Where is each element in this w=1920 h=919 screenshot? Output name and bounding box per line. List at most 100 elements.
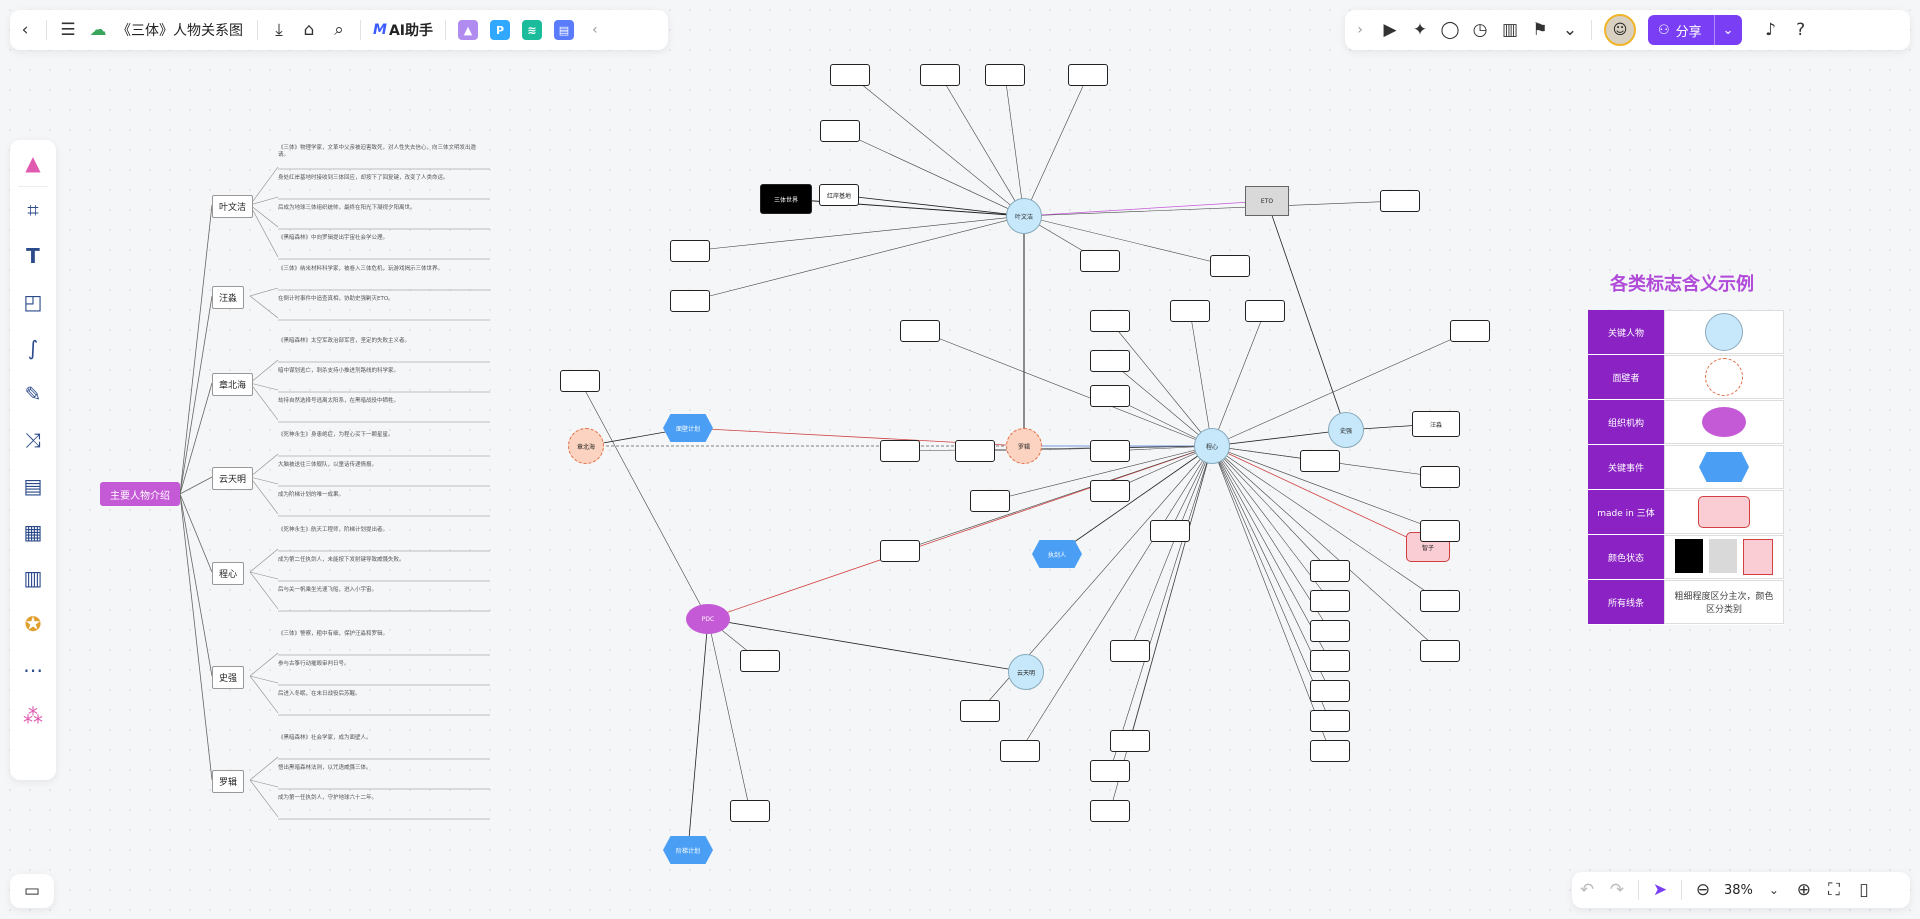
graph-node-box[interactable] [1310,620,1350,642]
frame-icon[interactable]: ⌗ [27,198,39,222]
mindmap-leaf-text[interactable]: 参与古筝行动摧毁审判日号。 [278,661,350,667]
search-icon[interactable]: ⌕ [334,20,344,40]
play-icon[interactable]: ▶ [1383,20,1397,40]
mindmap-leaf-text[interactable]: 《三体》物理学家，文革中父亲被迫害致死，对人性失去信心，向三体文明发出邀请。 [278,145,477,158]
apps-icon[interactable]: ⁂ [23,704,43,728]
pen-icon[interactable]: ✎ [24,382,42,406]
graph-node-box[interactable] [1090,440,1130,462]
comment-icon[interactable]: ◯ [1440,20,1460,40]
mindmap-icon[interactable]: ⤨ [25,428,41,452]
mindmap-branch[interactable]: 程心 [212,562,245,585]
zoom-level[interactable]: 38% [1724,882,1753,898]
collapse-icon[interactable]: ‹ [592,22,598,38]
mindmap-leaf-text[interactable]: 成为阶梯计划的唯一成果。 [278,492,345,498]
celebrate-icon[interactable]: ✦ [1412,20,1428,40]
mindmap-leaf-text[interactable]: 《三体》纳米材料科学家，被卷入三体危机，玩游戏揭示三体世界。 [278,266,444,272]
graph-node-box[interactable] [1090,310,1130,332]
zoom-in-icon[interactable]: ⊕ [1796,880,1812,900]
download-icon[interactable]: ⤓ [275,20,283,40]
book-icon[interactable]: ▯ [1859,880,1869,900]
graph-node-box[interactable] [1310,650,1350,672]
mindmap-leaf-text[interactable]: 《三体》警察，粗中有细，保护汪淼和罗辑。 [278,631,389,637]
mindmap-root[interactable]: 主要人物介绍 [100,482,180,506]
graph-node-box[interactable] [820,120,860,142]
graph-node[interactable]: PDC [686,604,730,634]
graph-node-box[interactable] [1170,300,1210,322]
share-button[interactable]: ⚇分享 ⌄ [1648,15,1742,45]
doc-title[interactable]: 《三体》人物关系图 [117,23,243,39]
graph-node-box[interactable] [1090,800,1130,822]
graph-node[interactable]: 云天明 [1008,654,1044,690]
graph-node-box[interactable] [1420,466,1460,488]
mindmap-leaf-text[interactable]: 《黑暗森林》太空军政治部军官，坚定的失败主义者。 [278,338,411,344]
flow-plugin-icon[interactable]: ≋ [521,20,542,40]
document-icon[interactable]: ▤ [23,474,43,498]
graph-node-box[interactable] [1310,680,1350,702]
graph-node-box[interactable] [1310,740,1350,762]
mindmap-leaf-text[interactable]: 《黑暗森林》中向罗辑提出宇宙社会学公理。 [278,235,389,241]
image-plugin-icon[interactable]: ▲ [457,20,478,40]
graph-node-box[interactable] [1420,640,1460,662]
graph-node-box[interactable] [920,64,960,86]
mindmap-branch[interactable]: 汪淼 [212,286,245,309]
graph-node-box[interactable] [985,64,1025,86]
graph-node[interactable]: 阶梯计划 [663,836,713,864]
shape-icon[interactable]: ◰ [23,290,43,314]
mindmap-leaf-text[interactable]: 《黑暗森林》社会学家，成为面壁人。 [278,735,372,741]
graph-node-box[interactable] [560,370,600,392]
more-down-icon[interactable]: ⌄ [1562,20,1578,40]
graph-node-box[interactable] [1310,710,1350,732]
timer-icon[interactable]: ◷ [1472,20,1488,40]
avatar[interactable]: ☺ [1604,14,1636,46]
graph-node[interactable]: 三体世界 [760,184,812,214]
expand-icon[interactable]: › [1357,22,1363,38]
mindmap-leaf-text[interactable]: 后进入冬眠，在末日战役后苏醒。 [278,691,361,697]
graph-node-box[interactable] [1090,760,1130,782]
graph-node[interactable]: 叶文洁 [1006,198,1042,234]
pointer-icon[interactable]: ➤ [1652,880,1668,900]
graph-node-box[interactable] [1080,250,1120,272]
graph-node-box[interactable] [1245,300,1285,322]
graph-node[interactable]: 章北海 [568,428,604,464]
menu-icon[interactable]: ☰ [60,20,76,40]
graph-node-box[interactable] [955,440,995,462]
more-icon[interactable]: ⋯ [23,658,43,682]
graph-node-box[interactable] [1300,450,1340,472]
mindmap-leaf-text[interactable]: 暗中谋划逃亡，刺杀支持小推进剂路线的科学家。 [278,368,400,374]
zoom-dropdown-icon[interactable]: ⌄ [1768,883,1779,897]
template-icon[interactable]: ▲ [25,151,41,175]
graph-node-box[interactable] [740,650,780,672]
graph-node[interactable]: 汪淼 [1412,411,1460,437]
sticky-note-icon[interactable]: ▦ [23,520,43,544]
graph-node-box[interactable] [880,440,920,462]
graph-node[interactable]: ETO [1245,186,1289,216]
graph-node-box[interactable] [1310,590,1350,612]
zoom-out-icon[interactable]: ⊖ [1695,880,1711,900]
graph-node-box[interactable] [970,490,1010,512]
graph-node-box[interactable] [1110,640,1150,662]
graph-node-box[interactable] [830,64,870,86]
mindmap-leaf-text[interactable]: 在倒计时事件中追查真相，协助史强剿灭ETO。 [278,296,394,302]
mindmap-leaf-text[interactable]: 劫持自然选择号逃离太阳系，在黑暗战役中牺牲。 [278,398,400,404]
graph-node[interactable]: 史强 [1328,412,1364,448]
mindmap-leaf-text[interactable]: 后成为地球三体组织统帅，最终在阳光下凝视夕阳离世。 [278,205,416,211]
graph-node-box[interactable] [1090,385,1130,407]
graph-node[interactable]: 执剑人 [1032,540,1082,568]
mindmap-leaf-text[interactable]: 成为第一任执剑人，守护地球六十二年。 [278,795,378,801]
mindmap-branch[interactable]: 云天明 [212,467,254,490]
mindmap-leaf-text[interactable]: 《死神永生》身患绝症，为程心买下一颗星星。 [278,432,394,438]
graph-node-box[interactable] [1110,730,1150,752]
help-icon[interactable]: ? [1796,20,1806,40]
mindmap-branch[interactable]: 章北海 [212,373,254,396]
graph-node-box[interactable] [1000,740,1040,762]
chat-plugin-icon[interactable]: ▤ [553,20,574,40]
minimap-icon[interactable]: ▭ [23,881,41,901]
stamp-icon[interactable]: ✪ [24,612,42,636]
graph-node-box[interactable] [1090,350,1130,372]
graph-node-box[interactable] [1068,64,1108,86]
vote-icon[interactable]: ▥ [1501,20,1519,40]
p-plugin-icon[interactable]: P [489,20,510,40]
cloud-icon[interactable]: ☁ [89,20,107,40]
graph-node[interactable]: 红岸基地 [819,184,859,206]
graph-node-box[interactable] [1310,560,1350,582]
